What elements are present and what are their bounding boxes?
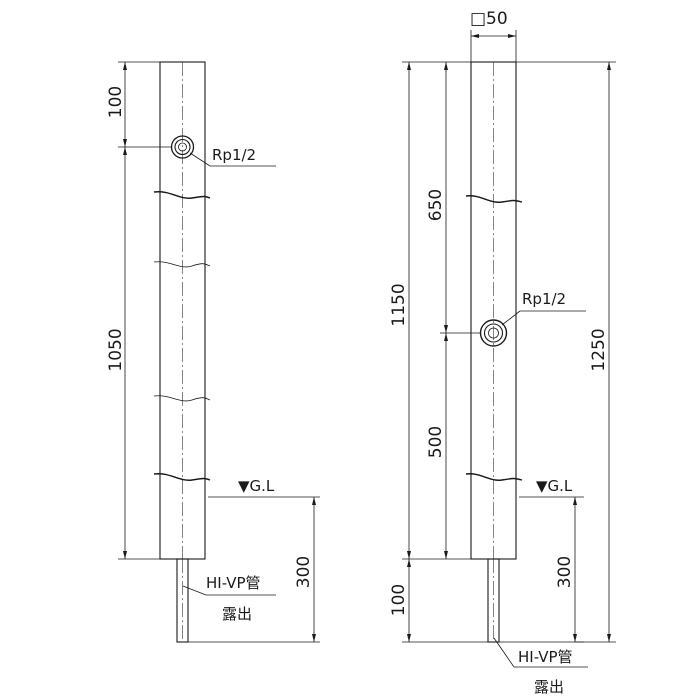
right-break-line-2 [465,473,523,481]
right-pipe-label: HI-VP管 [518,648,573,666]
left-pipe-leader [182,585,207,596]
right-dim-bottom-label: 100 [389,584,409,616]
right-dim-width [470,30,517,62]
right-dim-total-label: 1250 [589,328,609,371]
left-pipe-label: HI-VP管 [206,574,261,592]
left-outlet-label: Rp1/2 [212,146,256,164]
right-view: □50 Rp1/2 [389,9,616,696]
right-dim-upper-label: 650 [426,189,446,221]
right-dim-outer-left [402,61,488,643]
right-width-label: □50 [470,9,508,29]
right-dim-lower-label: 500 [426,426,446,458]
left-view: Rp1/2 100 1050 ▼G.L 300 HI-VP管 露出 [106,61,320,643]
left-outlet-leader [189,152,211,167]
left-ground-label: ▼G.L [238,477,275,495]
left-break-line-3 [153,395,211,402]
left-dim-buried-label: 300 [294,556,314,588]
left-outlet [170,135,195,159]
right-pipe-leader [493,637,515,668]
right-dim-inner [440,61,480,560]
right-ground-label: ▼G.L [536,477,573,495]
right-dim-main-label: 1150 [389,283,409,326]
left-dim-main-label: 1050 [106,328,126,371]
left-dim-vertical [118,61,171,560]
left-dim-top-label: 100 [106,86,126,118]
left-break-line-2 [153,261,211,268]
right-dim-buried [573,497,577,642]
right-pipe-label-2: 露出 [534,678,564,696]
right-dim-buried-label: 300 [555,556,575,588]
right-outlet-label: Rp1/2 [522,290,566,308]
right-outlet [479,319,508,347]
left-pipe-label-2: 露出 [222,605,252,623]
left-break-line-4 [153,473,211,481]
left-break-line-1 [153,191,211,199]
right-outlet-leader [501,310,521,326]
right-dim-total [516,61,616,643]
right-break-line-1 [465,195,523,203]
left-dim-buried [312,497,316,642]
